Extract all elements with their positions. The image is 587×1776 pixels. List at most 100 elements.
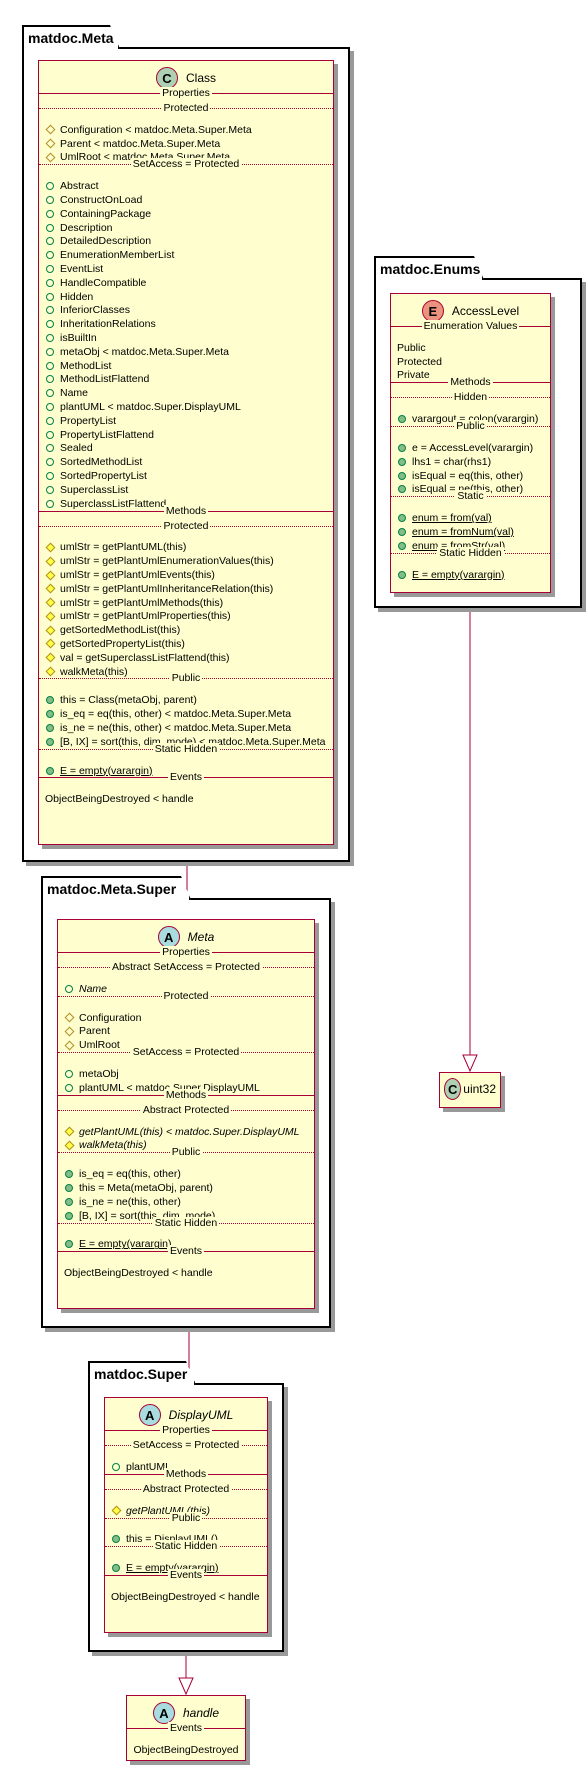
member-row: plantUML < matdoc.Super.DisplayUML <box>39 400 333 414</box>
member-text: enum = fromNum(val) <box>412 526 514 539</box>
static-hidden-label: Static Hidden <box>437 546 504 559</box>
public-methods: e = AccessLevel(varargin)lhs1 = char(rhs… <box>391 441 550 496</box>
member-row: isEqual = eq(this, other) <box>391 469 550 483</box>
member-text: this = Class(metaObj, parent) <box>60 694 197 707</box>
member-text: SuperclassList <box>60 483 129 496</box>
member-row: PropertyListFlattend <box>39 428 333 442</box>
methods-label: Methods <box>163 504 209 517</box>
member-row: Name <box>39 386 333 400</box>
member-text: umlStr = getPlantUmlInheritanceRelation(… <box>60 582 274 595</box>
member-text: SuperclassListFlattend <box>60 497 167 510</box>
member-row: is_eq = eq(this, other) <box>58 1167 314 1181</box>
public-visibility-icon <box>46 458 54 467</box>
enum-values-label: Enumeration Values <box>421 320 520 332</box>
member-text: walkMeta(this) <box>60 665 128 678</box>
public-visibility-icon <box>65 1184 73 1193</box>
member-text: Hidden <box>60 290 94 303</box>
setaccess-label: SetAccess = Protected <box>130 1439 242 1451</box>
member-row: ObjectBeingDestroyed < handle <box>39 792 333 806</box>
protected-label: Protected <box>161 102 211 114</box>
member-text: ContainingPackage <box>60 207 152 220</box>
public-visibility-icon <box>112 1564 120 1573</box>
member-text: is_eq = eq(this, other) < matdoc.Meta.Su… <box>60 708 292 721</box>
member-text: EventList <box>60 263 104 276</box>
member-row: val = getSuperclassListFlattend(this) <box>39 651 333 665</box>
public-visibility-icon <box>46 737 54 746</box>
public-visibility-icon <box>46 306 54 315</box>
member-text: Private <box>397 369 430 382</box>
events-list: ObjectBeingDestroyed < handle <box>105 1590 267 1604</box>
member-row: enum = fromNum(val) <box>391 525 550 539</box>
member-row: is_ne = ne(this, other) < matdoc.Meta.Su… <box>39 721 333 735</box>
protected-visibility-icon <box>45 625 56 636</box>
public-visibility-icon <box>46 499 54 508</box>
member-row: enum = from(val) <box>391 511 550 525</box>
abstract-properties: Name <box>58 982 314 996</box>
hidden-label: Hidden <box>451 391 490 404</box>
member-text: isEqual = ne(this, other) <box>412 483 524 496</box>
member-row: Parent <box>58 1025 314 1039</box>
class-box-class[interactable]: C Class Properties Protected Configurati… <box>38 60 334 845</box>
member-text: is_ne = ne(this, other) <box>79 1195 181 1208</box>
public-visibility-icon <box>46 334 54 343</box>
member-text: getSortedPropertyList(this) <box>60 637 185 650</box>
member-row: ConstructOnLoad <box>39 193 333 207</box>
static-hidden-methods: E = empty(varargin) <box>58 1238 314 1252</box>
public-visibility-icon <box>398 528 406 537</box>
static-hidden-methods: E = empty(varargin) <box>391 568 550 582</box>
protected-visibility-icon <box>45 652 56 663</box>
member-text: MethodList <box>60 359 112 372</box>
class-box-handle[interactable]: A handle Events ObjectBeingDestroyed <box>126 1695 246 1761</box>
class-box-uint32[interactable]: C uint32 <box>439 1072 501 1108</box>
protected-visibility-icon <box>64 1026 75 1037</box>
class-box-displayuml[interactable]: A DisplayUML Properties SetAccess = Prot… <box>104 1397 268 1633</box>
member-text: e = AccessLevel(varargin) <box>412 442 534 455</box>
member-row: SuperclassListFlattend <box>39 497 333 511</box>
events-label: Events <box>167 1245 205 1258</box>
member-row: UmlRoot <box>58 1038 314 1052</box>
public-visibility-icon <box>65 1070 73 1079</box>
member-text: Parent <box>79 1025 110 1038</box>
public-visibility-icon <box>46 292 54 301</box>
member-text: Name <box>79 982 108 995</box>
class-stereotype-icon: C <box>444 1078 462 1100</box>
member-row: HandleCompatible <box>39 276 333 290</box>
events-label: Events <box>167 771 205 784</box>
public-visibility-icon <box>46 416 54 425</box>
package-label: matdoc.Super <box>88 1361 196 1385</box>
public-visibility-icon <box>46 347 54 356</box>
member-text: umlStr = getPlantUmlEnumerationValues(th… <box>60 555 274 568</box>
member-text: isEqual = eq(this, other) <box>412 469 524 482</box>
member-text: umlStr = getPlantUmlMethods(this) <box>60 596 224 609</box>
public-properties: plantUML <box>105 1460 267 1474</box>
member-row: umlStr = getPlantUmlEnumerationValues(th… <box>39 554 333 568</box>
member-text: Abstract <box>60 180 99 193</box>
public-visibility-icon <box>46 196 54 205</box>
member-text: ConstructOnLoad <box>60 194 143 207</box>
class-box-meta[interactable]: A Meta Properties Abstract SetAccess = P… <box>57 919 315 1309</box>
public-visibility-icon <box>46 182 54 191</box>
member-text: Configuration < matdoc.Meta.Super.Meta <box>60 123 252 136</box>
member-row: E = empty(varargin) <box>39 764 333 778</box>
member-row: getPlantUML(this) < matdoc.Super.Display… <box>58 1125 314 1139</box>
member-row: Protected <box>391 355 550 369</box>
class-name: uint32 <box>463 1082 496 1096</box>
events-label: Events <box>167 1722 205 1734</box>
class-name: AccessLevel <box>451 304 520 318</box>
public-methods-label: Public <box>169 672 203 685</box>
member-row: EventList <box>39 262 333 276</box>
hidden-methods: varargout = colon(varargin) <box>391 412 550 426</box>
member-row: E = empty(varargin) <box>391 568 550 582</box>
member-text: metaObj < matdoc.Meta.Super.Meta <box>60 345 229 358</box>
member-text: E = empty(varargin) <box>412 568 505 581</box>
member-text: is_ne = ne(this, other) < matdoc.Meta.Su… <box>60 721 292 734</box>
public-visibility-icon <box>46 766 54 775</box>
class-name: Class <box>185 71 216 85</box>
public-visibility-icon <box>46 361 54 370</box>
events-list: ObjectBeingDestroyed <box>127 1743 245 1757</box>
public-visibility-icon <box>46 375 54 384</box>
public-visibility-icon <box>46 710 54 719</box>
